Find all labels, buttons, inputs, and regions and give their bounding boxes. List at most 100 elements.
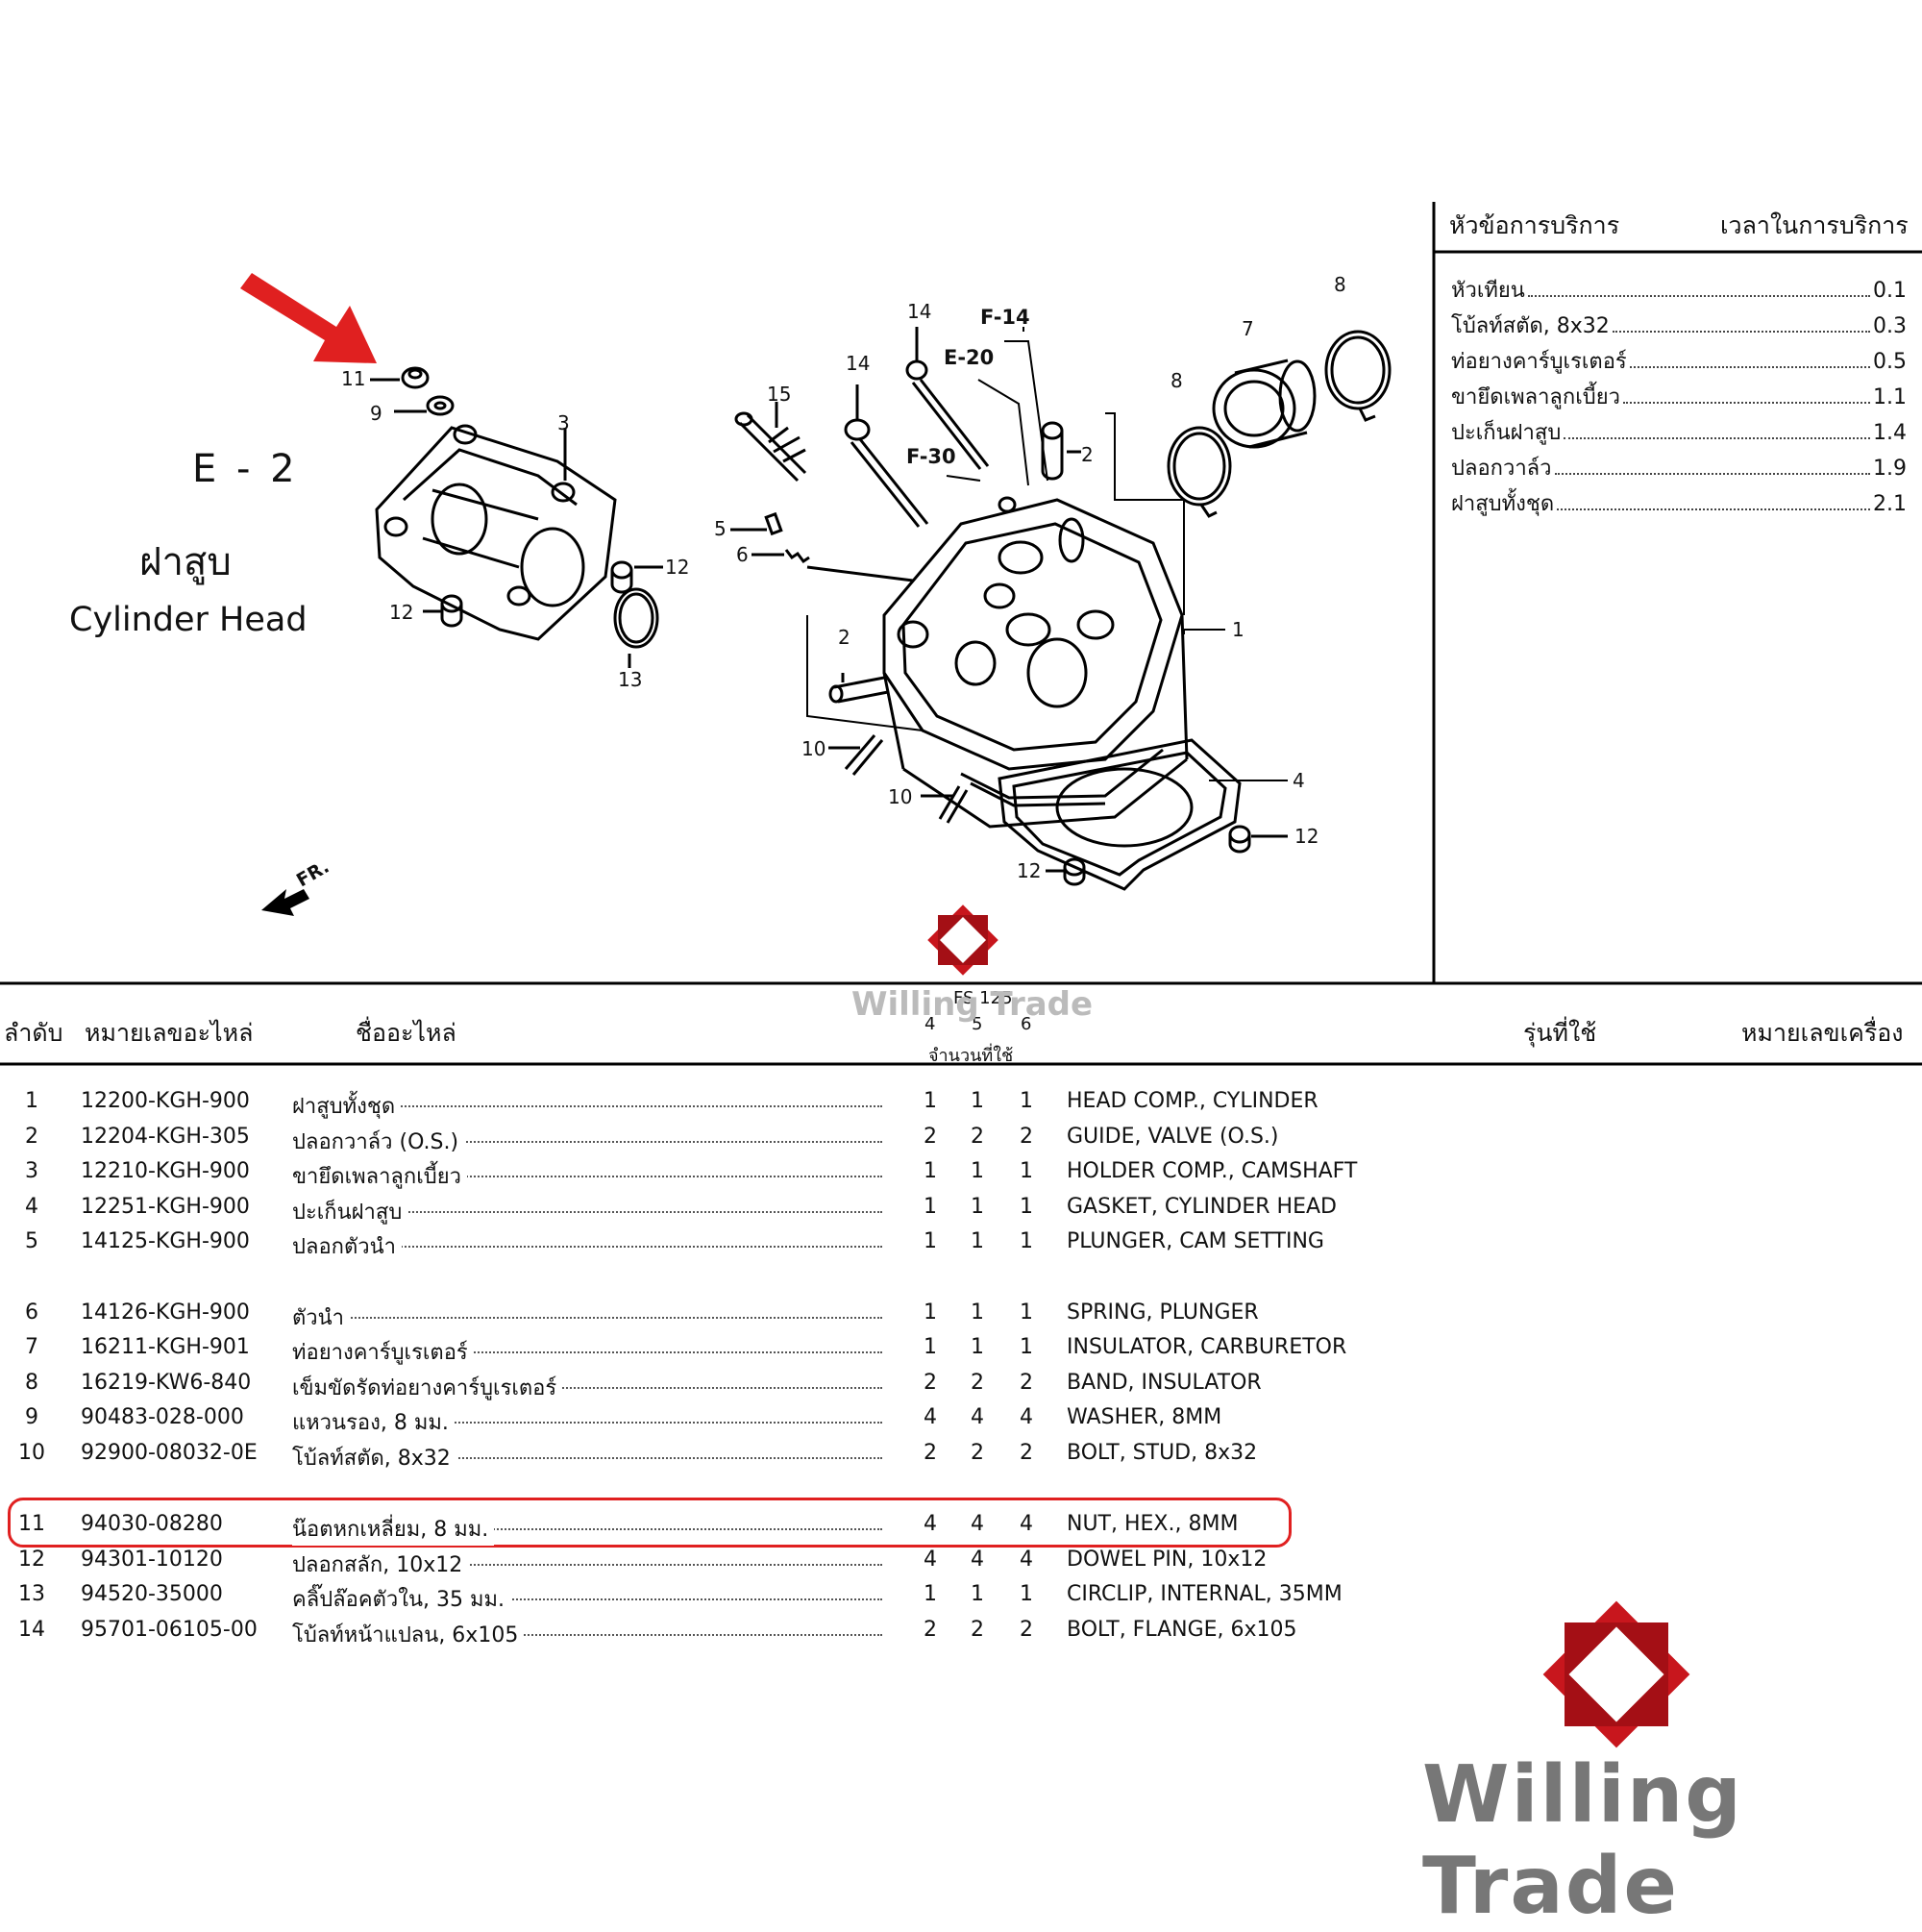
- column-header-engine-number: หมายเลขเครื่อง: [1741, 1019, 1904, 1047]
- cylinder-head-drawing: [882, 496, 1189, 829]
- row-qty: 1: [971, 1335, 984, 1359]
- row-english-name: CIRCLIP, INTERNAL, 35MM: [1067, 1582, 1343, 1606]
- service-item-time: 1.1: [1873, 385, 1907, 409]
- row-thai-name: ปลอกตัวนำ: [292, 1229, 403, 1263]
- part-nut-icon: [401, 366, 430, 389]
- row-qty: 2: [1020, 1441, 1033, 1465]
- section-title-thai: ฝาสูบ: [139, 540, 232, 584]
- row-qty: 1: [1020, 1195, 1033, 1219]
- row-qty: 2: [971, 1371, 984, 1395]
- service-item-name: ขายึดเพลาลูกเบี้ยว: [1451, 385, 1620, 409]
- row-qty: 2: [971, 1125, 984, 1149]
- willing-trade-logo-icon: [1542, 1600, 1690, 1748]
- valve-guide-icon: [1041, 431, 1064, 481]
- row-thai-name: คลิ๊ปล๊อคตัวใน, 35 มม.: [292, 1582, 510, 1616]
- row-part-number: 14125-KGH-900: [81, 1229, 250, 1253]
- dowel-icon: [1228, 825, 1251, 844]
- service-item-time: 0.1: [1873, 279, 1907, 303]
- spark-plug-icon: [738, 413, 807, 483]
- service-item: ท่อยางคาร์บูเรเตอร์0.5: [1451, 344, 1907, 378]
- row-qty: 1: [924, 1229, 937, 1253]
- callout-ref: F-30: [906, 445, 956, 468]
- row-english-name: GUIDE, VALVE (O.S.): [1067, 1125, 1279, 1149]
- camshaft-holder-drawing: [375, 424, 617, 641]
- row-english-name: BAND, INSULATOR: [1067, 1371, 1262, 1395]
- row-part-number: 12200-KGH-900: [81, 1089, 250, 1113]
- row-qty: 1: [924, 1335, 937, 1359]
- column-header-model: FS 125: [953, 988, 1013, 1008]
- front-direction-arrow-icon: [261, 889, 309, 916]
- callout-label: 12: [389, 601, 414, 624]
- row-english-name: PLUNGER, CAM SETTING: [1067, 1229, 1324, 1253]
- service-item-time: 0.3: [1873, 314, 1907, 338]
- service-header-title: หัวข้อการบริการ: [1449, 211, 1620, 239]
- gasket-drawing: [998, 738, 1242, 891]
- row-qty: 4: [971, 1548, 984, 1572]
- row-part-number: 94030-08280: [81, 1512, 223, 1536]
- willing-trade-logo-icon: [927, 904, 998, 976]
- callout-label: 2: [838, 626, 850, 649]
- row-qty: 1: [1020, 1582, 1033, 1606]
- row-english-name: SPRING, PLUNGER: [1067, 1300, 1259, 1325]
- row-qty: 1: [971, 1229, 984, 1253]
- row-no: 3: [25, 1159, 38, 1183]
- part-washer-icon: [426, 395, 455, 416]
- row-qty: 1: [971, 1582, 984, 1606]
- row-thai-name: ปะเก็นฝาสูบ: [292, 1195, 408, 1228]
- row-thai-name: เข็มขัดรัดท่อยางคาร์บูเรเตอร์: [292, 1371, 563, 1404]
- row-qty: 1: [924, 1582, 937, 1606]
- callout-label: 6: [736, 543, 749, 566]
- callout-label: 8: [1170, 369, 1183, 392]
- service-item-name: ปลอกวาล์ว: [1451, 457, 1552, 481]
- row-qty: 2: [971, 1618, 984, 1642]
- service-item-time: 2.1: [1873, 492, 1907, 516]
- callout-label: 12: [1294, 825, 1319, 848]
- service-item-time: 0.5: [1873, 350, 1907, 374]
- column-header-qty: จำนวนที่ใช้: [928, 1046, 1014, 1066]
- service-item-name: ปะเก็นฝาสูบ: [1451, 421, 1562, 445]
- callout-label: 5: [714, 517, 727, 540]
- callout-label: 11: [341, 367, 366, 390]
- row-qty: 2: [924, 1441, 937, 1465]
- spring-icon: [784, 549, 810, 564]
- row-qty: 1: [1020, 1300, 1033, 1325]
- row-no: 2: [25, 1125, 38, 1149]
- callout-label: 10: [801, 737, 826, 760]
- service-item: โบ้ลท์สตัด, 8x32 0.3: [1451, 309, 1907, 342]
- row-qty: 1: [924, 1300, 937, 1325]
- row-no: 7: [25, 1335, 38, 1359]
- row-qty: 4: [971, 1512, 984, 1536]
- bolt-icon: [905, 359, 928, 381]
- callout-label: 7: [1242, 317, 1254, 340]
- red-arrow-icon: [240, 273, 377, 363]
- callout-label: 3: [557, 411, 570, 434]
- row-thai-name: ปลอกวาล์ว (O.S.): [292, 1125, 465, 1158]
- service-item-name: โบ้ลท์สตัด, 8x32: [1451, 314, 1610, 338]
- row-qty: 2: [971, 1441, 984, 1465]
- row-part-number: 12210-KGH-900: [81, 1159, 250, 1183]
- row-thai-name: ฝาสูบทั้งชุด: [292, 1089, 402, 1123]
- row-thai-name: โบ้ลท์หน้าแปลน, 6x105: [292, 1618, 525, 1651]
- callout-label: 2: [1081, 443, 1094, 466]
- row-english-name: BOLT, STUD, 8x32: [1067, 1441, 1258, 1465]
- row-no: 11: [18, 1512, 45, 1536]
- row-qty: 4: [924, 1405, 937, 1429]
- row-no: 14: [18, 1618, 45, 1642]
- column-header-qty-col: 6: [1021, 1014, 1032, 1034]
- row-qty: 1: [971, 1089, 984, 1113]
- column-header-part-name: ชื่ออะไหล่: [356, 1019, 456, 1047]
- row-qty: 4: [971, 1405, 984, 1429]
- row-no: 8: [25, 1371, 38, 1395]
- valve-guide-icon: [833, 676, 889, 704]
